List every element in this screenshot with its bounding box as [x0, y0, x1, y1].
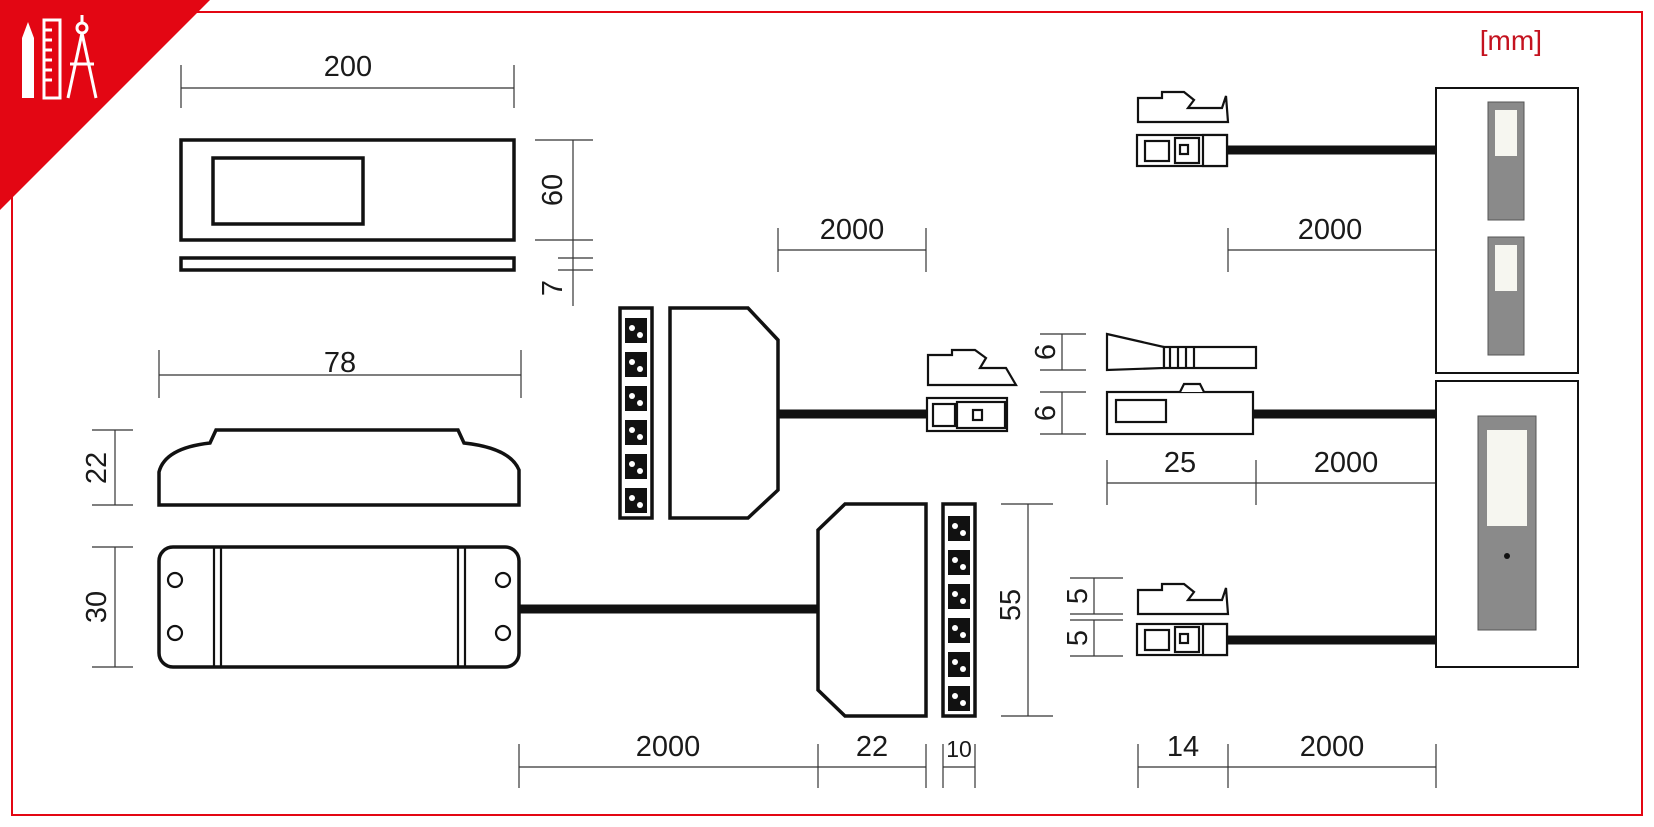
dim-cable-lamp-top: 2000	[1227, 214, 1436, 272]
dim-label: 6	[1030, 405, 1062, 421]
drafting-tools-icon	[22, 15, 98, 100]
dim-label: 6	[1030, 344, 1062, 360]
driver-top-view	[179, 138, 516, 272]
dim-cable-lamp-middle: 2000	[1314, 447, 1379, 479]
driver-side-view	[157, 428, 521, 507]
dim-plug-height-a: 6	[1030, 333, 1086, 371]
lamp-panel-single	[1435, 380, 1579, 668]
extension-plug	[925, 348, 1018, 433]
dim-distributor-length: 22	[818, 731, 927, 788]
dim-cable-extension: 2000	[777, 214, 927, 272]
dim-label: 2000	[1298, 214, 1363, 246]
dim-driver-top-thickness: 7	[537, 240, 593, 306]
page-frame	[11, 11, 1643, 816]
dim-label: 200	[324, 51, 372, 83]
dim-cable-driver: 2000	[518, 731, 819, 788]
dim-driver-top-height: 60	[535, 139, 593, 241]
coupler-side-view	[1105, 332, 1258, 372]
dim-label: 78	[324, 347, 356, 379]
dim-label: 2000	[820, 214, 885, 246]
dim-label: 5	[1062, 588, 1094, 604]
dim-label: 14	[1167, 731, 1199, 763]
lamp-panel-double	[1435, 87, 1579, 374]
dim-label: 55	[995, 589, 1027, 621]
dim-label: 2000	[636, 731, 701, 763]
distributor-ports-lower	[948, 516, 970, 711]
dim-label: 5	[1062, 630, 1094, 646]
corner-badge	[0, 0, 210, 210]
dim-label: 7	[537, 280, 569, 296]
lamp-plug-bottom	[1135, 582, 1230, 657]
dim-driver-side-width: 78	[158, 347, 522, 398]
lamp-plug-top	[1135, 90, 1230, 168]
dim-plug-length: 14	[1137, 731, 1437, 788]
dim-label: 2000	[1314, 447, 1379, 479]
dim-label: 2000	[1300, 731, 1365, 763]
dim-driver-side-height: 22	[81, 429, 133, 506]
distributor-ports-upper	[625, 318, 647, 513]
dim-coupler-length: 25	[1106, 447, 1436, 505]
coupler-top-view	[1105, 382, 1255, 436]
dim-label: 22	[856, 731, 888, 763]
distributor-box-lower	[816, 502, 977, 718]
dim-driver-top-width: 200	[180, 51, 515, 108]
dim-distributor-height: 55	[995, 503, 1053, 717]
unit-label: [mm]	[1480, 25, 1542, 56]
dim-label: 10	[946, 736, 972, 762]
distributor-box-upper	[618, 306, 780, 520]
dim-label: 30	[81, 591, 113, 623]
driver-front-view	[157, 545, 521, 669]
dim-label: 60	[537, 174, 569, 206]
dim-plug-height-d: 5	[1062, 619, 1123, 657]
dim-distributor-depth: 10	[942, 736, 976, 788]
dim-driver-front-height: 30	[81, 546, 133, 668]
dim-plug-height-c: 5	[1062, 577, 1123, 615]
dim-label: 22	[81, 452, 113, 484]
dim-plug-height-b: 6	[1030, 391, 1086, 435]
dim-cable-lamp-bottom: 2000	[1300, 731, 1365, 763]
dim-label: 25	[1164, 447, 1196, 479]
